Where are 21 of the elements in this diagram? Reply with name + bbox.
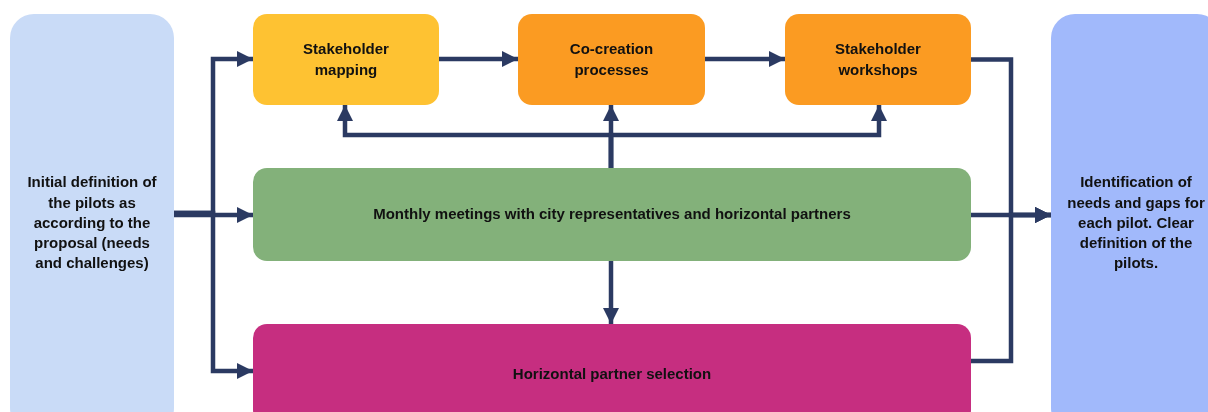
process-box [253, 14, 439, 105]
box-label: Horizontal partner selection [512, 363, 712, 384]
arrow [608, 105, 887, 168]
box-label: Identification of needs and gaps for each pilot. Clear definition of the pilots. [1066, 172, 1206, 274]
box-label: Stakeholder workshops [834, 39, 922, 80]
box-label: Co-creation processes [568, 39, 655, 80]
arrow [174, 210, 253, 379]
arrow [603, 261, 619, 324]
arrow [971, 207, 1051, 364]
box-label: Stakeholder mapping [302, 39, 390, 80]
outcome-box [1051, 14, 1208, 412]
box-label: Monthly meetings with city representatives and horizontal partners [373, 204, 851, 225]
arrow [439, 51, 518, 67]
meeting-box [253, 168, 971, 261]
selection-box [253, 324, 971, 412]
box-label: Initial definition of the pilots as according to the proposal (needs and challenges) [26, 172, 158, 274]
arrow [174, 207, 253, 223]
process-box [518, 14, 705, 105]
arrow [705, 51, 785, 67]
process-box [785, 14, 971, 105]
start-box [10, 14, 174, 412]
